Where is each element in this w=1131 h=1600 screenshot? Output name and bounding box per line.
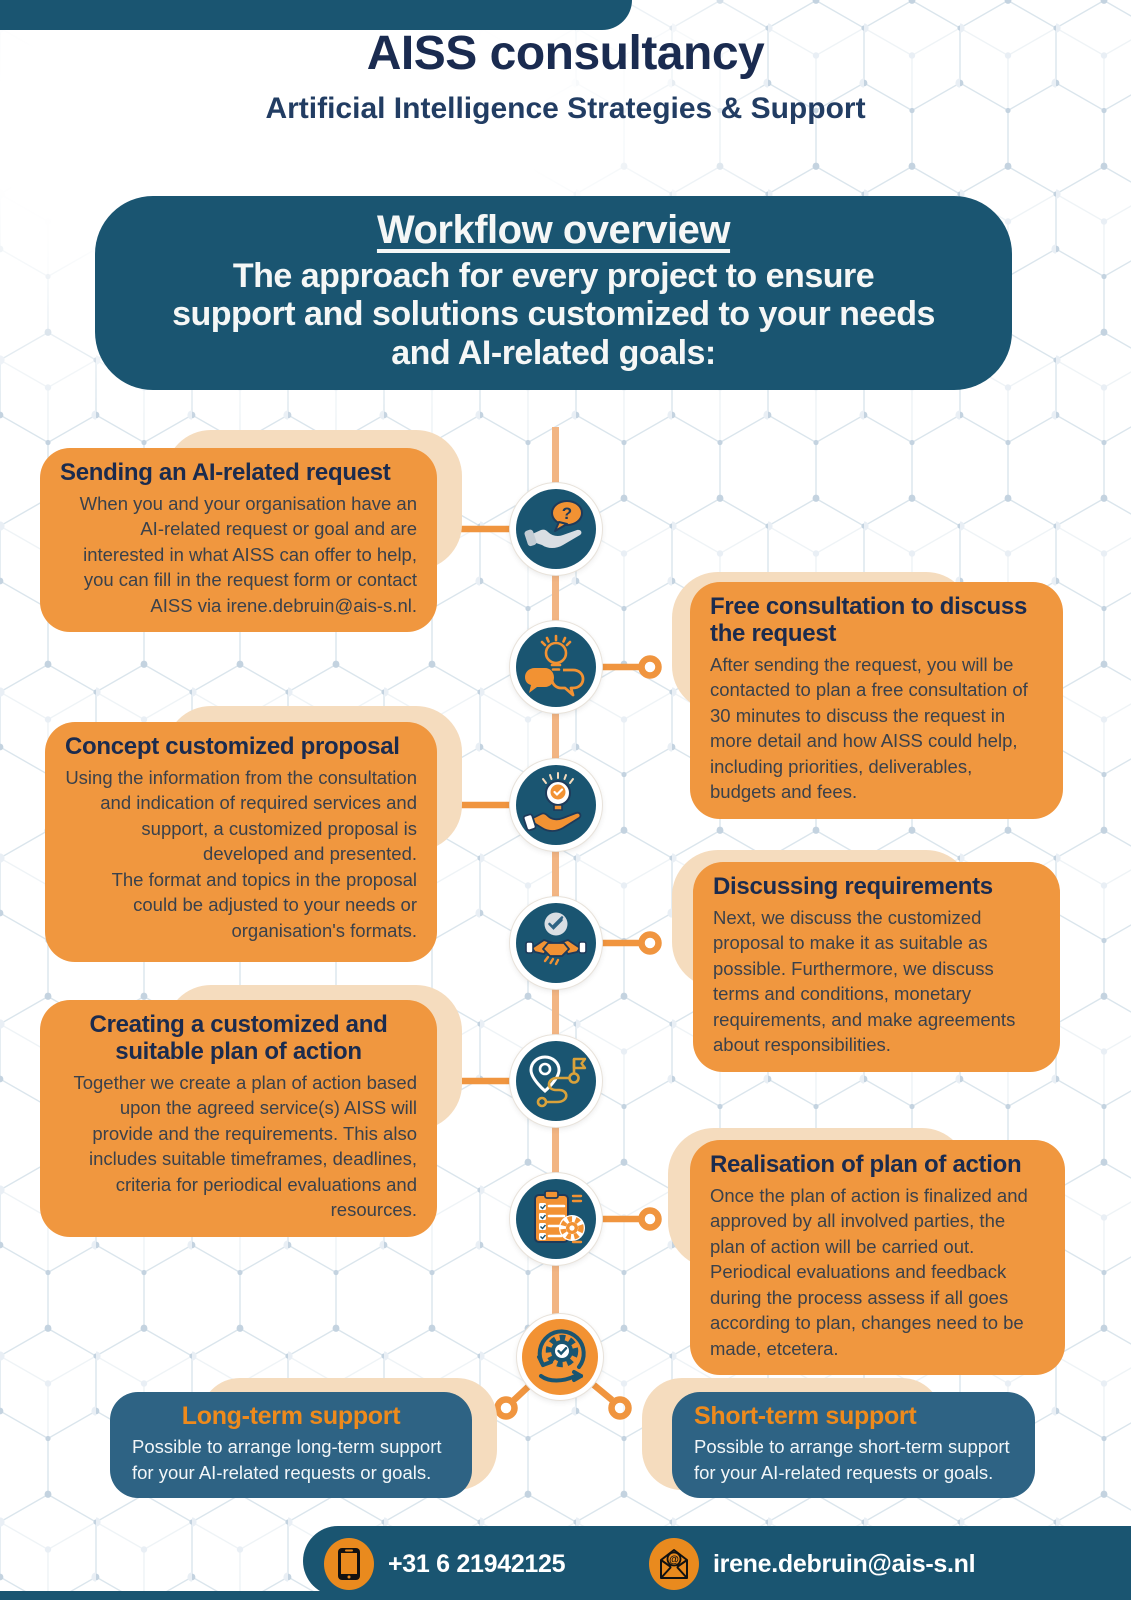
footer-bottom-strip — [0, 1591, 1131, 1600]
step-box-concept-proposal: Concept customized proposal Using the in… — [45, 722, 437, 962]
step-title: Concept customized proposal — [65, 733, 400, 760]
hand-question-icon: ? — [516, 489, 596, 569]
svg-text:@: @ — [669, 1555, 679, 1566]
step-node-3 — [510, 759, 602, 851]
step-title: Discussing requirements — [713, 873, 993, 900]
phone-icon — [324, 1538, 374, 1590]
email-icon: @ — [649, 1538, 699, 1590]
support-box-long-term: Long-term support Possible to arrange lo… — [110, 1392, 472, 1498]
step-title: Creating a customized and suitable plan … — [89, 1011, 388, 1065]
step-body: Together we create a plan of action base… — [73, 1071, 417, 1221]
step-body: Once the plan of action is finalized and… — [710, 1184, 1028, 1359]
step-box-sending-request: Sending an AI-related request When you a… — [40, 448, 437, 633]
step-node-2 — [510, 621, 602, 713]
idea-in-hand-icon — [516, 765, 596, 845]
step-body: Next, we discuss the customized proposal… — [713, 906, 1016, 1056]
iteration-gear-icon — [522, 1319, 598, 1395]
footer-phone: +31 6 21942125 — [324, 1538, 566, 1590]
handshake-agreement-icon — [516, 903, 596, 983]
workflow-overview-title: Workflow overview — [376, 208, 731, 252]
route-plan-icon — [516, 1041, 596, 1121]
support-body: Possible to arrange short-term support f… — [694, 1436, 1010, 1483]
step-node-5 — [510, 1035, 602, 1127]
step-body: Using the information from the consultat… — [65, 766, 417, 941]
svg-text:?: ? — [562, 504, 572, 523]
step-box-plan-of-action: Creating a customized and suitable plan … — [40, 1000, 437, 1237]
step-title: Sending an AI-related request — [60, 459, 391, 486]
step-title: Realisation of plan of action — [710, 1151, 1022, 1178]
footer-email: @ irene.debruin@ais-s.nl — [649, 1538, 976, 1590]
step-node-4 — [510, 897, 602, 989]
phone-number: +31 6 21942125 — [388, 1549, 566, 1578]
workflow-overview-body: The approach for every project to ensure… — [172, 257, 935, 372]
loop-node — [517, 1314, 603, 1400]
step-title: Free consultation to discuss the request — [710, 593, 1027, 647]
workflow-overview-box: Workflow overview The approach for every… — [95, 196, 1012, 391]
step-node-1: ? — [510, 483, 602, 575]
page-subtitle: Artificial Intelligence Strategies & Sup… — [265, 92, 866, 125]
page-title: AISS consultancy — [366, 27, 765, 80]
step-box-discussing-requirements: Discussing requirements Next, we discuss… — [693, 862, 1060, 1072]
step-box-realisation: Realisation of plan of action Once the p… — [690, 1140, 1065, 1376]
footer-bar — [303, 1526, 1131, 1596]
support-box-short-term: Short-term support Possible to arrange s… — [672, 1392, 1035, 1498]
step-body: After sending the request, you will be c… — [710, 653, 1028, 803]
email-address: irene.debruin@ais-s.nl — [713, 1549, 976, 1578]
support-body: Possible to arrange long-term support fo… — [132, 1436, 442, 1483]
step-node-6 — [510, 1173, 602, 1265]
step-box-free-consultation: Free consultation to discuss the request… — [690, 582, 1063, 819]
support-title: Long-term support — [181, 1402, 401, 1430]
consultation-bulb-chat-icon — [516, 627, 596, 707]
step-body: When you and your organisation have an A… — [79, 492, 417, 616]
support-title: Short-term support — [694, 1402, 917, 1430]
checklist-gear-icon — [516, 1179, 596, 1259]
